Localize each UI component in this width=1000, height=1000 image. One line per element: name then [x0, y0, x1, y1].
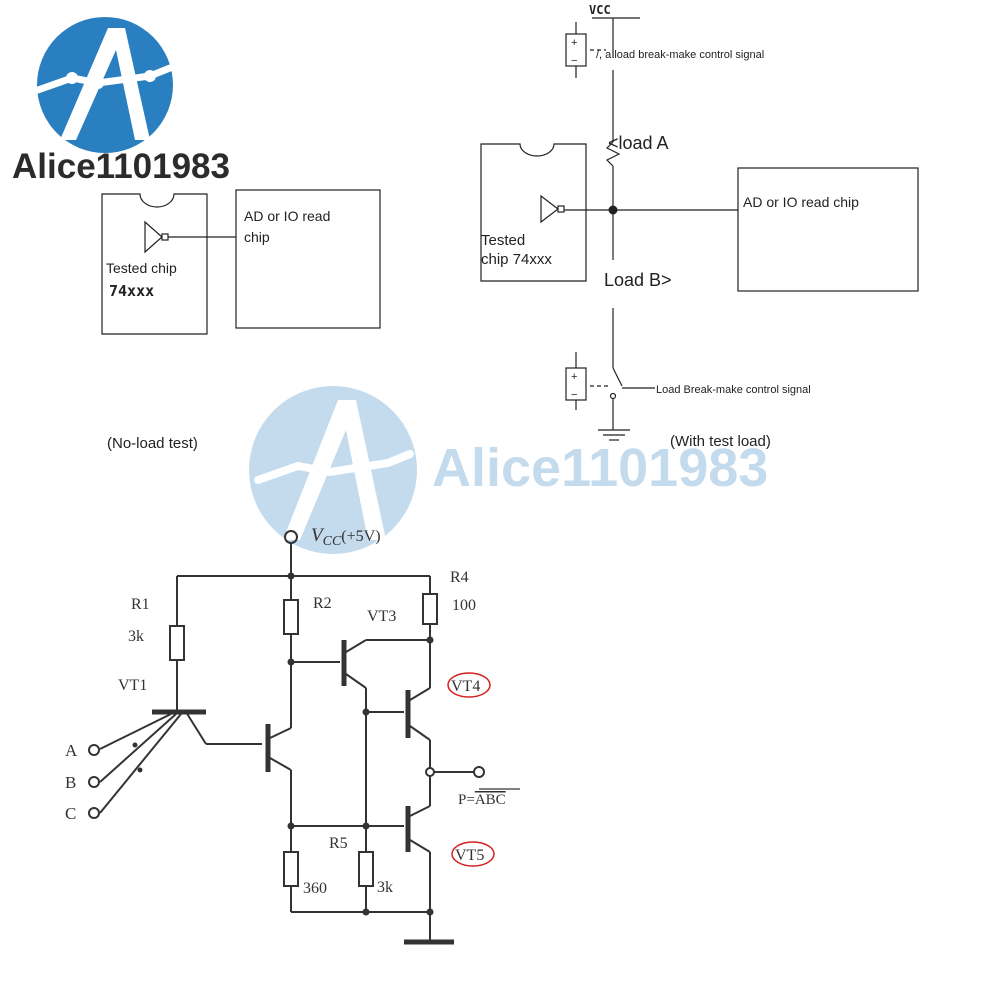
input-b-terminal [88, 776, 100, 788]
with-load-test-diagram [480, 17, 919, 441]
junction-dot [608, 205, 618, 215]
input-a-label: A [65, 741, 78, 760]
r4-resistor [422, 593, 438, 625]
input-a-terminal [88, 744, 100, 756]
battery-plus-top: + [571, 37, 577, 49]
logo-a-icon [60, 28, 150, 140]
r5-name: R5 [329, 835, 348, 852]
input-c-terminal [88, 807, 100, 819]
buffer-gate-2-icon [540, 194, 559, 224]
r4-value: 100 [452, 597, 476, 614]
load-b-label: Load B> [604, 270, 672, 290]
battery-minus-bottom: − [571, 389, 577, 401]
vcc-label: VCC [589, 3, 611, 17]
r1-name: R1 [131, 596, 150, 613]
bottom-switch-icon [612, 367, 623, 387]
tested-chip-2-line1: Tested [481, 232, 525, 249]
output-expression: P=ABC [458, 792, 506, 808]
reader-chip-box-2 [737, 167, 919, 292]
watermark-text: Alice1101983 [432, 438, 768, 498]
vt5-label: VT5 [455, 847, 484, 864]
with-load-caption: (With test load) [670, 433, 771, 450]
r6-value: 360 [303, 880, 327, 897]
vt3-label: VT3 [367, 608, 396, 625]
r4-name: R4 [450, 569, 469, 586]
bottom-control-signal: Load Break-make control signal [656, 384, 811, 396]
tested-chip-body-2 [480, 143, 587, 282]
brand-name: Alice1101983 [12, 147, 230, 186]
no-load-caption: (No-load test) [107, 435, 198, 452]
no-load-test-diagram [101, 189, 381, 335]
input-b-label: B [65, 773, 76, 792]
buffer-gate-icon [144, 220, 163, 254]
vt5-highlight [451, 841, 495, 867]
r1-resistor [169, 625, 185, 661]
load-a-label: <load A [608, 133, 669, 153]
battery-plus-bottom: + [571, 371, 577, 383]
tested-chip-2-line2: chip 74xxx [481, 251, 552, 268]
vcc-symbol: VCC(+5V) [311, 525, 381, 549]
output-terminal [473, 766, 485, 778]
vt4-label: VT4 [451, 678, 480, 695]
transistor-highlights [447, 672, 495, 867]
watermark-logo-icon [249, 386, 417, 554]
ttl-nand-schematic [88, 530, 485, 945]
tested-chip-label: Tested chip [106, 260, 177, 276]
output-node [425, 767, 435, 777]
reader-label-line1: AD or IO read [244, 208, 330, 224]
vt4-highlight [447, 672, 491, 698]
load-a-resistor-icon [605, 141, 621, 167]
r2-name: R2 [313, 595, 332, 612]
battery-minus-top: − [571, 55, 577, 67]
input-c-label: C [65, 804, 76, 823]
reader-label-line2: chip [244, 229, 270, 245]
reader-chip-box [235, 189, 381, 329]
brand-logo: Alice1101983 [12, 17, 230, 186]
tested-chip-model: 74xxx [109, 282, 154, 300]
schematic-junctions [132, 572, 434, 916]
r6-resistor [283, 851, 299, 887]
watermark: Alice1101983 [249, 386, 768, 554]
r2-resistor [283, 599, 299, 635]
tested-chip-body [101, 193, 208, 335]
r5-value: 3k [377, 879, 393, 896]
r5-resistor [358, 851, 374, 887]
top-control-signal: /, a load break-make control signal [596, 49, 764, 61]
r1-value: 3k [128, 628, 144, 645]
reader-label-2: AD or IO read chip [743, 194, 859, 210]
vt1-label: VT1 [118, 677, 147, 694]
